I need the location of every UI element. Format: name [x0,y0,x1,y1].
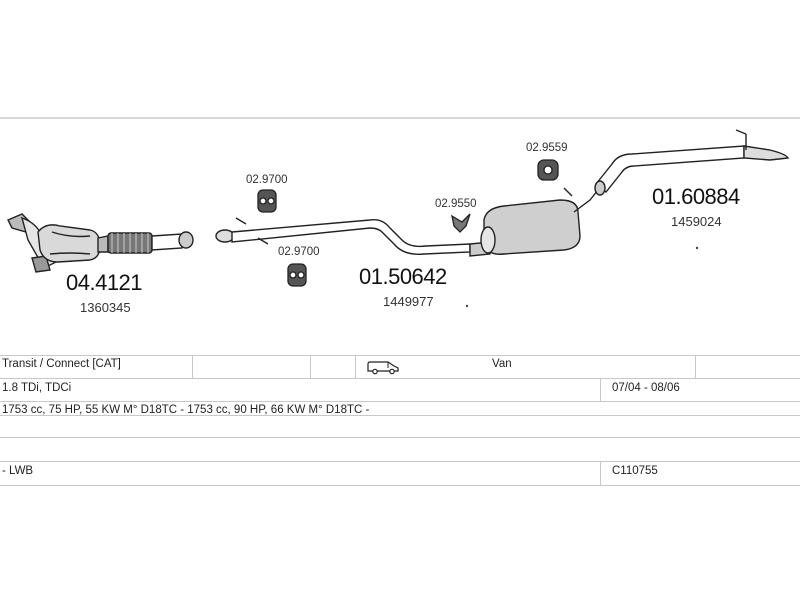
table-bottom-border [0,485,800,486]
table-row-divider [0,415,800,416]
mid-pipe-oem-number: 1449977 [383,294,434,309]
clamp-label: 02.9550 [435,198,477,210]
catalog-number-cell: C110755 [612,465,658,477]
table-col-divider [600,461,601,485]
rubber-mount-2 [287,263,307,287]
rubber-mount-1 [257,189,277,213]
mid-pipe [215,217,471,255]
rubber-mount-1-label: 02.9700 [246,174,288,186]
table-col-divider [355,355,356,378]
rear-box-part-code: 01.60884 [652,184,740,209]
clamp [451,213,471,233]
engine-cell: 1.8 TDi, TDCi [2,382,72,394]
rear-box-oem-number: 1459024 [671,214,722,229]
table-row-divider [0,401,800,402]
rubber-mount-3 [537,159,559,181]
mid-pipe-part-code: 01.50642 [359,264,447,289]
table-col-divider [192,355,193,378]
catalytic-converter [7,213,194,273]
variant-cell: - LWB [2,465,34,477]
table-col-divider [600,378,601,401]
table-col-divider [310,355,311,378]
cat-oem-number: 1360345 [80,300,131,315]
rubber-mount-2-label: 02.9700 [278,246,320,258]
cat-part-code: 04.4121 [66,270,143,295]
tail-pipe [594,129,790,196]
model-cell: Transit / Connect [CAT] [2,358,121,370]
van-icon [367,361,399,375]
rear-silencer [469,185,607,257]
table-top-border [0,355,800,356]
engine-details-cell: 1753 cc, 75 HP, 55 KW M° D18TC - 1753 cc… [2,404,370,416]
body-type-cell: Van [492,358,512,370]
table-row-divider [0,461,800,462]
table-row-divider [0,378,800,379]
rubber-mount-3-label: 02.9559 [526,142,568,154]
table-row-divider [0,437,800,438]
years-cell: 07/04 - 08/06 [612,382,680,394]
table-col-divider [695,355,696,378]
